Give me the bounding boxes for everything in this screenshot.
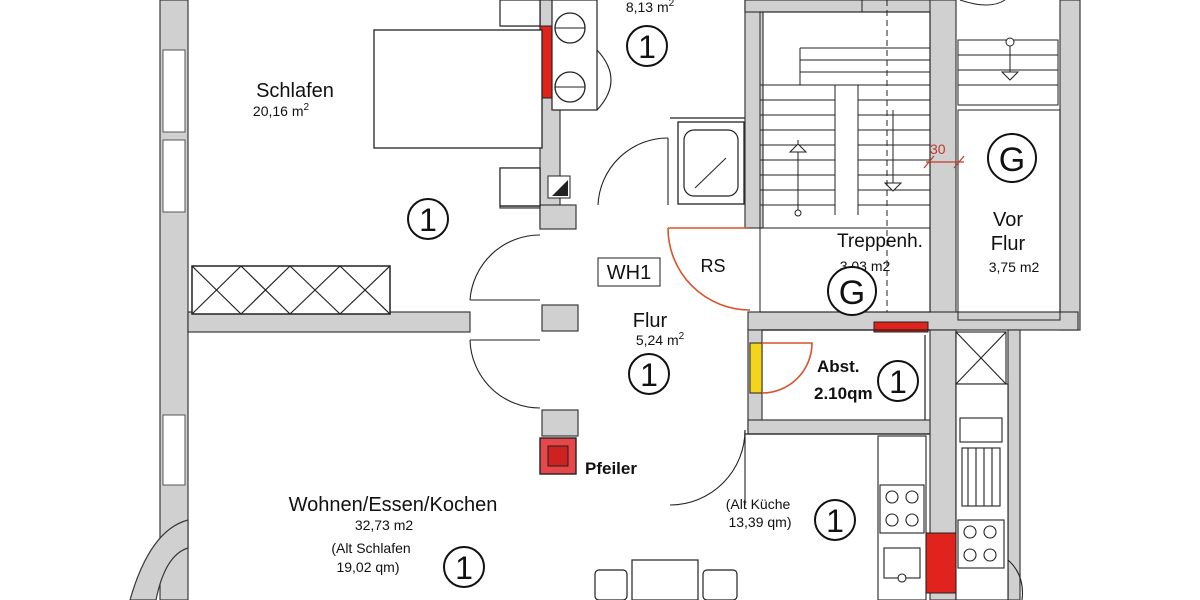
doors bbox=[469, 137, 813, 506]
red-wall-marker-kitchen bbox=[925, 532, 957, 594]
room-area-flur: 5,24 m2 bbox=[636, 331, 685, 348]
wohnen-note-1: (Alt Schlafen bbox=[331, 540, 410, 556]
bath-fixtures bbox=[551, 0, 745, 205]
unit-circle-treppenhaus bbox=[827, 266, 877, 316]
unit-label-flur: 1 bbox=[640, 357, 658, 393]
wall-flur-left-lower bbox=[541, 409, 579, 437]
room-area-abst: 2.10qm bbox=[814, 384, 873, 403]
room-name-abst: Abst. bbox=[817, 357, 860, 376]
wall-right bbox=[1059, 0, 1081, 331]
room-name-treppenhaus: Treppenh. bbox=[837, 231, 923, 252]
window-2 bbox=[162, 139, 186, 213]
unit-circle-wohnen bbox=[443, 546, 485, 588]
unit-circle-altkueche bbox=[814, 499, 856, 541]
unit-circle-abst bbox=[877, 360, 919, 402]
stair-top-wall bbox=[744, 0, 936, 13]
right-wall-lower bbox=[1007, 329, 1021, 600]
unit-label-treppenhaus: G bbox=[839, 274, 865, 312]
room-name-wohnen: Wohnen/Essen/Kochen bbox=[289, 494, 498, 516]
room-name-vorflur-1: Vor bbox=[993, 209, 1023, 231]
rs-door bbox=[667, 227, 751, 311]
wohnen-note-2: 19,02 qm) bbox=[336, 559, 399, 575]
abst-bottom-wall bbox=[747, 419, 935, 435]
unit-label-abst: 1 bbox=[889, 364, 907, 400]
red-wall-marker-stair bbox=[873, 321, 929, 333]
unit-circle-schlafen bbox=[407, 198, 449, 240]
unit-label-wohnen: 1 bbox=[455, 550, 473, 586]
wall-flur-left-upper bbox=[541, 304, 579, 332]
unit-label-schlafen: 1 bbox=[419, 202, 437, 238]
wardrobe bbox=[191, 265, 391, 315]
pfeiler-inner bbox=[547, 445, 569, 467]
bay-wall bbox=[129, 519, 189, 600]
wall-stair-vorflur bbox=[929, 0, 957, 331]
wardrobe-cross bbox=[191, 265, 391, 315]
night-table-top bbox=[499, 0, 541, 27]
room-area-wohnen: 32,73 m2 bbox=[355, 517, 414, 533]
unit-circle-vorflur bbox=[987, 133, 1037, 183]
wh1-tag-box bbox=[597, 257, 661, 287]
wh1-tag: WH1 bbox=[607, 262, 651, 284]
window-1 bbox=[162, 49, 186, 133]
room-name-flur: Flur bbox=[633, 310, 668, 332]
unit-circle-flur bbox=[628, 353, 670, 395]
wall-bath-corner bbox=[539, 204, 577, 230]
dimension-label: 30 bbox=[930, 141, 946, 157]
room-name-rs: RS bbox=[700, 256, 725, 276]
night-table bbox=[499, 167, 541, 207]
dining-table bbox=[594, 559, 738, 600]
interior-lines bbox=[500, 205, 930, 435]
kitchen-fixtures bbox=[877, 331, 1023, 600]
bed bbox=[373, 29, 543, 149]
room-name-schlafen: Schlafen bbox=[256, 80, 334, 102]
room-area-bad: 8,13 m2 bbox=[626, 0, 675, 15]
unit-label-vorflur: G bbox=[999, 141, 1025, 179]
unit-label-bad: 1 bbox=[638, 29, 656, 65]
room-area-vorflur: 3,75 m2 bbox=[989, 259, 1040, 275]
unit-circle-bad bbox=[626, 25, 668, 67]
wall-bath-right bbox=[744, 0, 764, 229]
altkueche-line1: (Alt Küche bbox=[726, 496, 791, 512]
pfeiler-label: Pfeiler bbox=[585, 459, 637, 478]
room-area-schlafen: 20,16 m2 bbox=[253, 102, 310, 119]
unit-label-altkueche: 1 bbox=[826, 503, 844, 539]
yellow-door-marker bbox=[749, 342, 763, 394]
dimension-30: 30 bbox=[923, 141, 965, 169]
window-3 bbox=[162, 414, 186, 486]
wall-schlafen-wohnen bbox=[187, 311, 471, 333]
vorflur-steps bbox=[957, 0, 1061, 321]
altkueche-line2: 13,39 qm) bbox=[728, 514, 791, 530]
staircase bbox=[759, 0, 931, 313]
chimney-fill bbox=[552, 180, 568, 196]
room-name-vorflur-2: Flur bbox=[991, 233, 1026, 255]
